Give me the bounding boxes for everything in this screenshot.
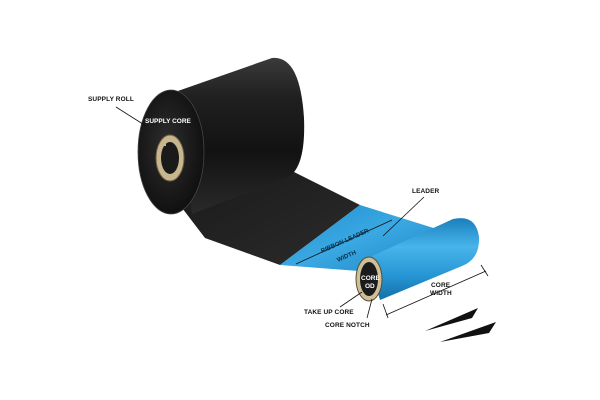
supply-roll-body <box>175 57 305 215</box>
ribbon-width-arrow <box>295 219 393 265</box>
leader-pointer <box>382 196 425 237</box>
core-width-label-2: WIDTH <box>430 290 452 297</box>
supply-roll-pointer <box>115 106 147 127</box>
take-up-core-label: TAKE UP CORE <box>304 309 354 316</box>
supply-core-label: SUPPLY CORE <box>145 118 192 125</box>
core-width-tick-left <box>382 303 389 319</box>
supply-roll-label: SUPPLY ROLL <box>88 96 134 103</box>
take-up-core-pointer <box>339 291 363 308</box>
core-notch-pointer <box>366 298 373 319</box>
wedge-shape-2 <box>440 322 496 342</box>
core-notch-label: CORE NOTCH <box>325 322 370 329</box>
core-width-label-1: CORE <box>431 282 451 289</box>
core-od-label-2: OD <box>365 283 375 290</box>
take-up-core-hole <box>360 262 378 296</box>
wedge-shape-1 <box>425 308 478 331</box>
core-width-tick-right <box>480 264 489 277</box>
core-width-arrow <box>385 270 487 316</box>
supply-core-hole <box>161 142 179 174</box>
leader-sheet <box>280 205 440 272</box>
leader-label: LEADER <box>412 188 440 195</box>
core-od-label-1: CORE <box>361 275 380 282</box>
supply-core-notch <box>163 141 166 146</box>
take-up-core-tube <box>368 218 480 300</box>
